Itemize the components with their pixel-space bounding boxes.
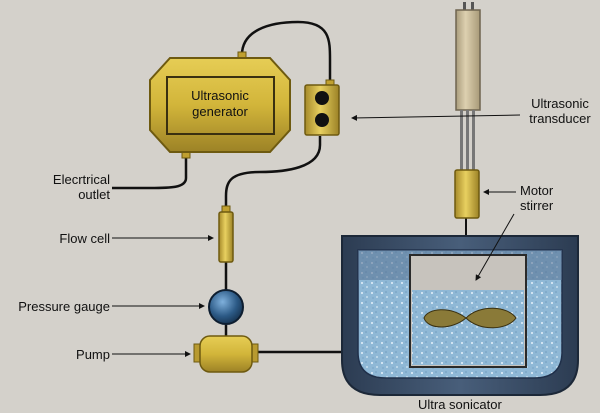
label-pump: Pump (76, 347, 110, 362)
ultrasonic-transducer (455, 2, 481, 170)
ultra-sonicator-tank (341, 235, 579, 396)
label-flow-cell: Flow cell (59, 231, 110, 246)
label-pressure-gauge: Pressure gauge (18, 299, 110, 314)
label-ultrasonic-transducer: Ultrasonic transducer (529, 96, 591, 126)
generator-outlet-cable (112, 158, 188, 190)
label-electrical-outlet: Elecrtrical outlet (52, 172, 110, 202)
flow-cell (218, 205, 234, 263)
label-ultrasonic-generator: Ultrasonic generator (191, 88, 249, 119)
generator-top-cable (240, 20, 332, 84)
switch-box (304, 79, 340, 136)
label-motor-stirrer: Motor stirrer (520, 183, 554, 213)
ultrasonic-generator (149, 51, 291, 159)
pump (193, 335, 259, 373)
label-arrows (112, 114, 521, 357)
motor-stirrer (454, 169, 480, 219)
label-ultra-sonicator: Ultra sonicator (418, 397, 502, 412)
switch-to-flowcell-cable (224, 136, 322, 210)
pressure-gauge (208, 289, 244, 325)
stirrer-propeller (423, 307, 517, 329)
